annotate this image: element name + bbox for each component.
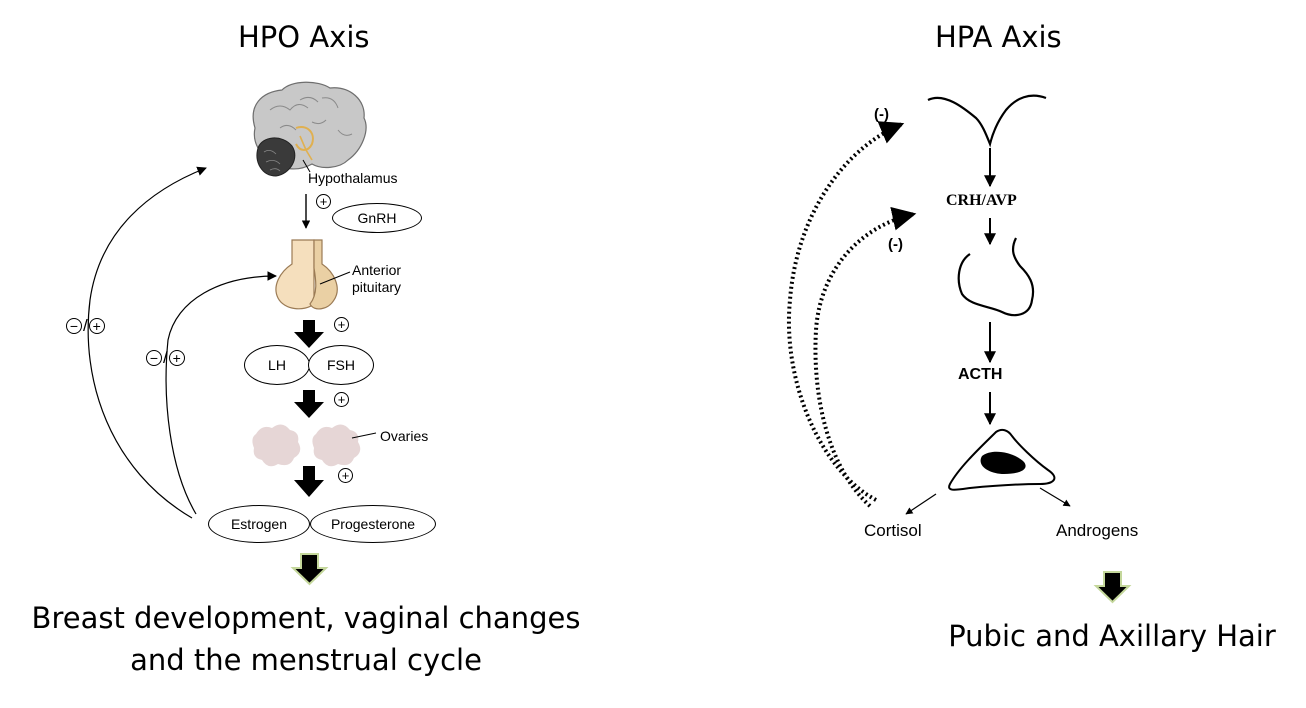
gnrh-pill: GnRH (332, 203, 422, 233)
ovaries-label: Ovaries (380, 428, 429, 444)
feedback-label-inner: −/+ (146, 348, 185, 368)
feedback-slash: / (163, 348, 168, 367)
hpa-effect: Pubic and Axillary Hair (948, 619, 1276, 653)
acth-label: ACTH (958, 366, 1003, 383)
hpa-hypothalamus-outline (927, 94, 1047, 148)
crh-avp-label: CRH/AVP (946, 192, 1017, 209)
hpo-result-arrow (290, 553, 329, 586)
plus-symbol: + (88, 318, 105, 334)
big-arrow-1 (294, 320, 324, 348)
hpo-effect-line-1: Breast development, vaginal changes (31, 601, 581, 635)
negative-feedback-outer (787, 121, 905, 502)
feedback-label-outer: −/+ (66, 316, 105, 336)
plus-hormones: + (338, 468, 353, 483)
hpa-result-arrow (1093, 571, 1132, 604)
minus-symbol: − (66, 318, 82, 334)
feedback-arrow-inner (165, 271, 277, 515)
cortisol-label: Cortisol (864, 521, 922, 540)
plus-symbol: + (168, 350, 185, 366)
pituitary-icon (275, 239, 338, 310)
estrogen-pill: Estrogen (208, 505, 310, 543)
ovaries-icon (252, 424, 361, 467)
plus-ovaries: + (334, 392, 349, 407)
minus-symbol: − (146, 350, 162, 366)
androgens-arrow (1039, 487, 1071, 507)
plus-gnrh: + (316, 194, 331, 209)
big-arrow-3 (294, 466, 324, 497)
hpa-title: HPA Axis (935, 20, 1062, 54)
hpo-effect-line-2: and the menstrual cycle (130, 643, 482, 677)
big-arrow-2 (294, 390, 324, 418)
negative-feedback-label-top: (-) (874, 106, 889, 123)
cortisol-arrow (905, 493, 937, 515)
feedback-arrow-outer (87, 166, 207, 519)
hpa-pituitary-outline (957, 237, 1035, 317)
hpo-title: HPO Axis (238, 20, 370, 54)
lh-pill: LH (244, 345, 310, 385)
anterior-label: Anterior (352, 262, 402, 278)
negative-feedback-inner (813, 206, 917, 508)
progesterone-pill: Progesterone (310, 505, 436, 543)
adrenal-gland-icon (948, 428, 1056, 491)
feedback-slash: / (83, 316, 88, 335)
brain-icon (252, 81, 367, 177)
plus-lh-fsh: + (334, 317, 349, 332)
androgens-label: Androgens (1056, 521, 1139, 540)
fsh-pill: FSH (308, 345, 374, 385)
hypothalamus-label: Hypothalamus (308, 170, 398, 186)
negative-feedback-label-bottom: (-) (888, 236, 903, 253)
pituitary-label: pituitary (352, 279, 402, 295)
